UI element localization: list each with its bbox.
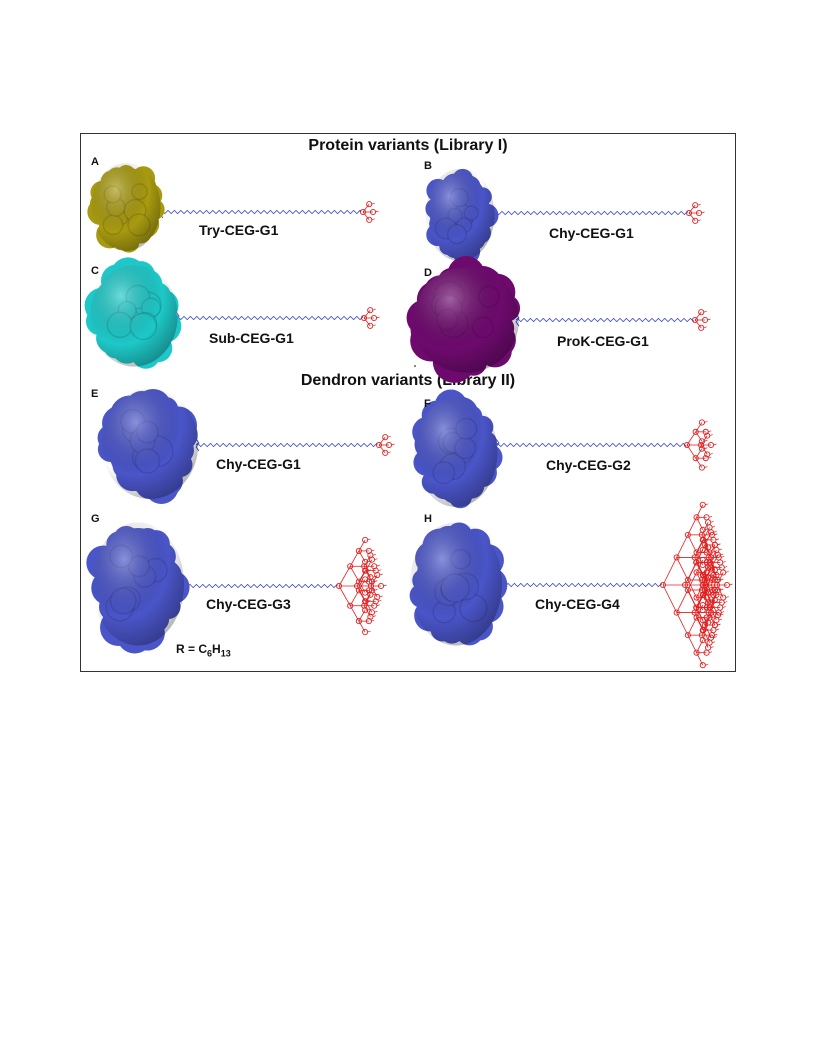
panel-label-h: Chy-CEG-G4: [535, 596, 620, 612]
panel-letter-g: G: [91, 513, 100, 525]
panel-letter-h: H: [424, 513, 432, 525]
stray-mark: [414, 365, 416, 367]
panel-letter-e: E: [91, 388, 99, 400]
panel-letter-f: F: [424, 398, 431, 410]
r-group-formula: R = C6H13: [176, 642, 231, 659]
figure-frame: Protein variants (Library I) Dendron var…: [80, 133, 736, 672]
conjugate-a: [87, 163, 379, 253]
conjugate-f: [412, 389, 717, 509]
panel-letter-d: D: [424, 267, 432, 279]
panel-letter-a: A: [91, 156, 99, 168]
panel-label-c: Sub-CEG-G1: [209, 330, 294, 346]
conjugate-artwork: [84, 163, 733, 669]
panel-letter-b: B: [424, 160, 432, 172]
panel-label-f: Chy-CEG-G2: [546, 457, 631, 473]
library-1-heading: Protein variants (Library I): [308, 137, 508, 154]
conjugate-h: [409, 501, 733, 669]
conjugate-b: [425, 168, 705, 266]
panel-letter-c: C: [91, 265, 99, 277]
panel-label-e: Chy-CEG-G1: [216, 456, 301, 472]
panel-label-a: Try-CEG-G1: [199, 222, 279, 238]
conjugate-g: [86, 522, 387, 654]
panel-label-b: Chy-CEG-G1: [549, 225, 634, 241]
conjugate-d: [406, 256, 711, 383]
panel-label-d: ProK-CEG-G1: [557, 333, 649, 349]
conjugate-e: [97, 389, 395, 504]
panel-label-g: Chy-CEG-G3: [206, 596, 291, 612]
conjugate-c: [84, 257, 380, 369]
